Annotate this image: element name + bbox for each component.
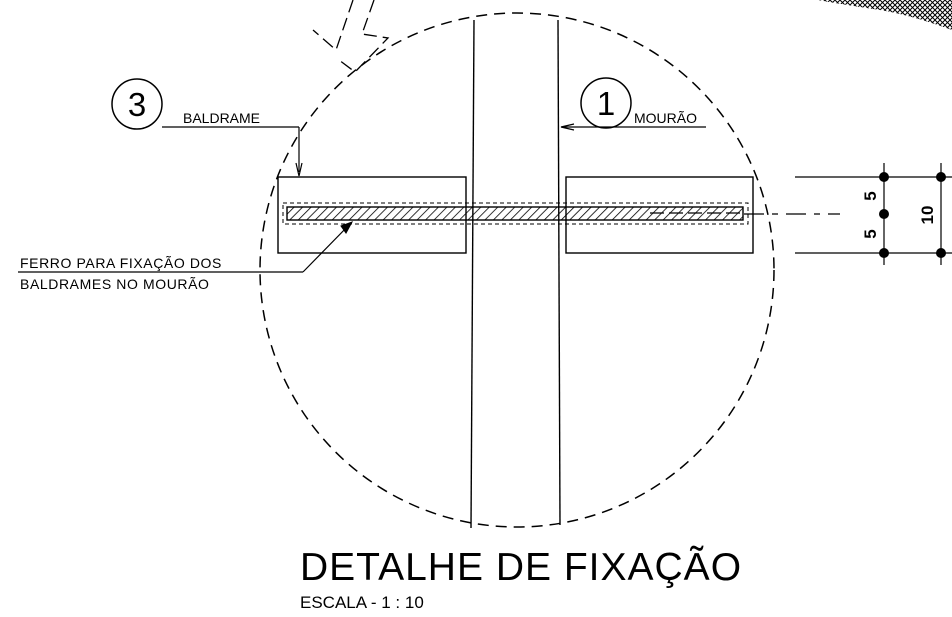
detail-boundary-circle (259, 12, 775, 528)
callout-3-number: 3 (128, 86, 146, 123)
callout-3-arrowhead (295, 162, 303, 177)
callout-1-number: 1 (597, 85, 615, 122)
callout-1-circle (580, 77, 632, 129)
detail-scale: ESCALA - 1 : 10 (300, 593, 424, 612)
fixing-bar-outline (282, 202, 749, 225)
note-arrowhead (340, 221, 354, 234)
note-line-2: BALDRAMES NO MOURÃO (20, 276, 210, 292)
callout-1-arrowhead (560, 123, 575, 131)
note-line-1: FERRO PARA FIXAÇÃO DOS (20, 255, 222, 271)
dimension-markers (879, 172, 946, 258)
dimension-lower: 5 (861, 229, 880, 238)
note-leader-diagonal (302, 223, 351, 273)
detail-title: DETALHE DE FIXAÇÃO (300, 546, 743, 589)
post-mourao (470, 19, 561, 529)
hatched-ground-area (818, 0, 952, 30)
callout-3-label: BALDRAME (183, 110, 260, 126)
dimension-total: 10 (918, 206, 937, 225)
dimension-upper: 5 (861, 191, 880, 200)
reference-arrow (312, 0, 390, 73)
callout-3-circle (111, 78, 163, 130)
fixing-bar (286, 206, 744, 221)
callout-1-label: MOURÃO (634, 110, 697, 126)
